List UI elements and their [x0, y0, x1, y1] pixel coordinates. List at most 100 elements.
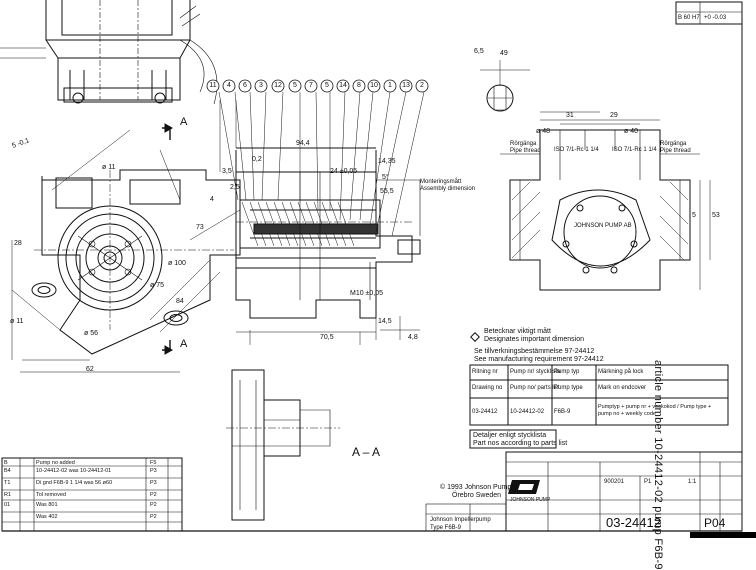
- mounting-label-en: Assembly dimension: [420, 186, 476, 192]
- note-important-sv: Betecknar viktigt mått: [484, 328, 551, 335]
- ref-mark-label-en: Mark on endcover: [598, 385, 647, 391]
- dim-label: ø 75: [150, 282, 165, 289]
- dim-label: 31: [566, 112, 574, 119]
- ref-pump-no-label-en: Pump no/ parts list: [510, 385, 560, 391]
- part-bubble: 4: [227, 82, 231, 89]
- ref-pump-type: F6B-9: [554, 409, 571, 415]
- title-name-en: Type F6B-9: [430, 525, 462, 531]
- title-doc-no: 900201: [604, 479, 625, 485]
- section-view-pump: [218, 91, 425, 345]
- ref-drawing-no-label-sv: Ritning nr: [472, 369, 498, 375]
- note-important-en: Designates important dimension: [484, 336, 584, 343]
- dim-label: ø 100: [168, 260, 186, 267]
- revision-cell: Pump no added: [36, 460, 75, 466]
- dim-label: 24 ±0,05: [330, 168, 358, 175]
- title-company: JOHNSON PUMP: [510, 497, 551, 503]
- dim-label: 73: [196, 224, 204, 231]
- title-sheet: P1: [644, 479, 652, 485]
- dim-label: 70,5: [320, 334, 334, 341]
- company-logo: [508, 480, 540, 494]
- ref-pump-no: 10-24412-02: [510, 409, 545, 415]
- copyright-line2: Örebro Sweden: [452, 492, 502, 499]
- side-view-pump: [480, 60, 711, 291]
- revision-cell: Tol removed: [36, 492, 66, 498]
- dim-label: ø 48: [536, 128, 551, 135]
- part-bubble: 8: [357, 82, 361, 89]
- part-bubble: 2: [420, 82, 424, 89]
- tolerance-fit: B 60 H7: [678, 15, 700, 21]
- revision-cell: R1: [4, 492, 12, 498]
- ref-pump-no-label-sv: Pump nr/ stycklista: [510, 369, 561, 375]
- part-bubble: 10: [370, 82, 378, 89]
- note-parts-en: Part nos according to parts list: [473, 440, 568, 447]
- dim-label: 2,5: [230, 184, 240, 191]
- section-mark-a-a: A – A: [352, 445, 381, 459]
- view-a-a: [226, 369, 340, 521]
- dim-label: 5: [692, 212, 696, 219]
- dim-label: 84: [176, 298, 184, 305]
- dim-label: ø 11: [102, 164, 116, 171]
- port-left-thread: ISO 7/1-Rc 1 1/4: [554, 147, 599, 153]
- dim-label: 0,2: [252, 156, 262, 163]
- revision-cell: 10-24412-02 was 10-24412-01: [36, 468, 112, 474]
- pump-cover-label: JOHNSON PUMP AB: [574, 223, 632, 229]
- part-bubble: 7: [309, 82, 313, 89]
- port-left-label-en: Pipe thread: [510, 148, 541, 154]
- dim-label: 49: [500, 50, 508, 57]
- dim-label: 14,5: [378, 318, 392, 325]
- dim-label: 28: [14, 240, 22, 247]
- section-mark-a-top: A: [180, 116, 188, 128]
- dim-label: ø 56: [84, 330, 99, 337]
- dim-label: ø 40: [624, 128, 639, 135]
- part-bubble: 1: [388, 82, 392, 89]
- dim-label: ø 11: [10, 318, 24, 325]
- port-right-label-sv: Rörgänga: [660, 141, 687, 147]
- edge-bar: [690, 532, 756, 538]
- part-bubble: 3: [259, 82, 263, 89]
- ref-drawing-no: 03-24412: [472, 409, 498, 415]
- dim-label: 53: [712, 212, 720, 219]
- revision-cell: Di gnd F6B-9 1 1/4 was 56 ø60: [36, 480, 113, 486]
- revision-cell: 01: [4, 502, 11, 508]
- dim-label: 5°: [382, 174, 389, 181]
- revision-cell: B4: [4, 468, 11, 474]
- port-right-label-en: Pipe thread: [660, 148, 691, 154]
- revision-cell: T1: [4, 480, 11, 486]
- note-parts-sv: Detaljer enligt stycklista: [473, 432, 547, 439]
- part-bubble: 13: [402, 82, 410, 89]
- dim-label: 55,5: [380, 188, 394, 195]
- dim-label: M10 ±0,05: [350, 290, 384, 297]
- part-bubble: 11: [209, 82, 217, 89]
- front-view-pump: [11, 129, 241, 373]
- top-view-pump: [0, 0, 218, 105]
- title-name-sv: Johnson Impellerpump: [430, 517, 491, 523]
- mounting-label-sv: Monteringsmått: [420, 179, 462, 185]
- dim-label: 6,5: [474, 48, 484, 55]
- port-left-label-sv: Rörgänga: [510, 141, 537, 147]
- part-bubble: 12: [274, 82, 282, 89]
- title-scale: 1:1: [688, 479, 697, 485]
- dim-label: 29: [610, 112, 618, 119]
- revision-cell: F5: [150, 460, 157, 466]
- part-bubble: 5: [325, 82, 329, 89]
- ref-pump-type-label-sv: Pump typ: [554, 369, 580, 375]
- revision-cell: P2: [150, 502, 157, 508]
- part-bubble: 6: [243, 82, 247, 89]
- title-page: P04: [704, 516, 726, 530]
- dim-label: 4,8: [408, 334, 418, 341]
- revision-cell: P3: [150, 480, 157, 486]
- dim-label: 4: [210, 196, 214, 203]
- port-right-thread: ISO 7/1-Rc 1 1/4: [612, 147, 657, 153]
- title-drawing-no: 03-24412: [606, 515, 661, 530]
- part-bubble: 14: [339, 82, 347, 89]
- revision-cell: Was 402: [36, 514, 58, 520]
- bubble-circles: [206, 79, 429, 93]
- dim-label: 3,5: [222, 168, 232, 175]
- revision-cell: B: [4, 460, 8, 466]
- revision-cell: P3: [150, 468, 157, 474]
- dim-label: 94,4: [296, 140, 310, 147]
- revision-cell: P2: [150, 514, 157, 520]
- section-mark-a-bottom: A: [180, 338, 188, 350]
- dim-label: 62: [86, 366, 94, 373]
